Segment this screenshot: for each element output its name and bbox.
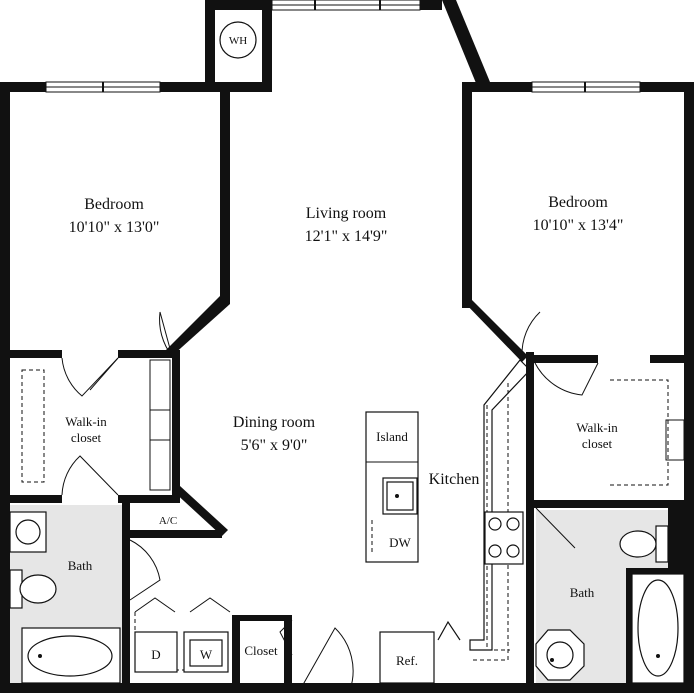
windows — [45, 0, 641, 93]
kitchen-name: Kitchen — [429, 471, 480, 488]
ac-name: A/C — [159, 515, 177, 527]
washer — [183, 631, 229, 673]
dryer — [134, 631, 178, 673]
doors — [61, 311, 599, 691]
left-toilet-bowl — [19, 574, 57, 604]
walkin-right-line1: Walk-in — [576, 420, 618, 435]
bedroom-left-name: Bedroom — [84, 196, 144, 213]
kitchen-counter — [437, 359, 531, 651]
bath-left-name: Bath — [68, 558, 93, 573]
right-bath-fixtures — [535, 525, 685, 684]
walkin-right-line2: closet — [582, 436, 613, 451]
bedroom-left-size: 10'10" x 13'0" — [69, 219, 160, 236]
water-heater-name: WH — [229, 35, 247, 47]
dining-room-name: Dining room — [233, 414, 316, 431]
water-heater-icon — [219, 21, 257, 59]
kitchen-sink — [382, 477, 418, 515]
interior-walls — [10, 296, 686, 685]
right-tub — [631, 573, 685, 684]
dryer-name: D — [151, 647, 160, 662]
island — [365, 411, 419, 563]
refrigerator — [379, 631, 435, 684]
bedroom-right-name: Bedroom — [548, 194, 608, 211]
living-room-size: 12'1" x 14'9" — [305, 228, 388, 245]
right-toilet-tank — [655, 525, 669, 563]
left-bath-fixtures — [9, 511, 121, 684]
island-name: Island — [376, 429, 408, 444]
room-labels: Bedroom 10'10" x 13'0" Living room 12'1"… — [65, 35, 623, 668]
bath-right-name: Bath — [570, 585, 595, 600]
dining-room-size: 5'6" x 9'0" — [241, 437, 308, 454]
closet-name: Closet — [244, 643, 278, 658]
right-sink — [535, 629, 585, 681]
right-toilet-bowl — [619, 530, 657, 558]
walkin-left-line1: Walk-in — [65, 414, 107, 429]
bedroom-right-size: 10'10" x 13'4" — [533, 217, 624, 234]
walkin-left-line2: closet — [71, 430, 102, 445]
washer-name: W — [200, 647, 213, 662]
dishwasher-name: DW — [389, 535, 411, 550]
living-room-name: Living room — [306, 205, 387, 222]
refrigerator-name: Ref. — [396, 653, 418, 668]
